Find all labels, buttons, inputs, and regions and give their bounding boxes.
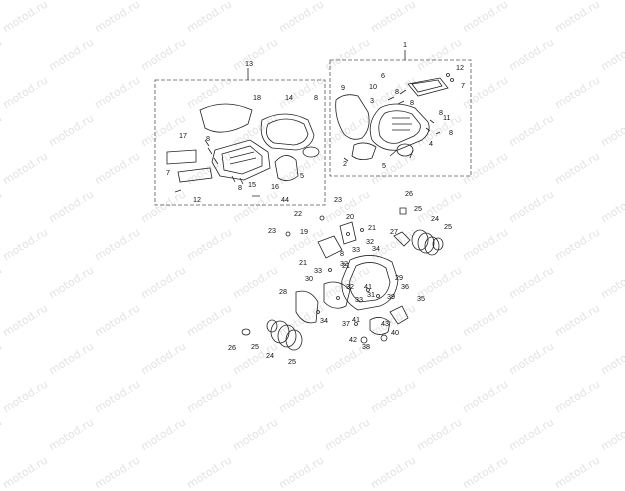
callout-8b: 8: [410, 98, 414, 107]
callout-41b: 41: [352, 315, 360, 324]
intake-boot-left: [274, 146, 320, 181]
callout-8e: 8: [314, 93, 318, 102]
callout-23a: 23: [334, 195, 342, 204]
callout-37: 37: [342, 319, 350, 328]
callout-1: 1: [403, 40, 407, 49]
callout-33b: 33: [314, 266, 322, 275]
callout-21a: 21: [368, 223, 376, 232]
callout-16: 16: [271, 182, 279, 191]
callout-5a: 5: [382, 161, 386, 170]
callout-14: 14: [285, 93, 293, 102]
clamp-24-right: [411, 229, 440, 256]
callout-31: 31: [367, 290, 375, 299]
clip-25-right: [432, 237, 444, 251]
callout-20: 20: [346, 212, 354, 221]
plug-26-left: [241, 328, 251, 336]
callout-10: 10: [369, 82, 377, 91]
filter-element-left: [166, 149, 213, 183]
exhaust-manifold: [323, 255, 409, 335]
callout-7b: 7: [166, 168, 170, 177]
callout-40: 40: [391, 328, 399, 337]
callout-7a: 7: [461, 81, 465, 90]
callout-18: 18: [253, 93, 261, 102]
callout-34b: 34: [320, 316, 328, 325]
callout-8h: 8: [340, 249, 344, 258]
callout-11: 11: [443, 113, 450, 122]
callout-9: 9: [341, 83, 345, 92]
callout-8f: 8: [206, 134, 210, 143]
callout-24b: 24: [266, 351, 274, 360]
fasteners-left: [174, 139, 260, 197]
callout-15: 15: [248, 180, 256, 189]
seal-left: [199, 103, 253, 133]
callout-33c: 33: [355, 295, 363, 304]
assembly-box-13: [154, 68, 326, 206]
callout-17: 17: [179, 131, 187, 140]
callout-27: 27: [390, 227, 398, 236]
callout-29: 29: [395, 273, 403, 282]
seal-right: [335, 94, 370, 140]
small-fasteners-lower: [285, 215, 388, 344]
callout-2: 2: [343, 159, 347, 168]
callout-8a: 8: [395, 87, 399, 96]
callout-13: 13: [245, 59, 253, 68]
callout-23b: 23: [268, 226, 276, 235]
callout-25a: 25: [414, 204, 422, 213]
gasket-27: [393, 231, 411, 247]
callout-34a: 34: [372, 244, 380, 253]
callout-26a: 26: [405, 189, 413, 198]
callout-24a: 24: [431, 214, 439, 223]
callout-44: 44: [281, 195, 289, 204]
callout-32c: 32: [346, 282, 354, 291]
callout-32b: 32: [340, 259, 348, 268]
callout-28: 28: [279, 287, 287, 296]
callout-32a: 32: [366, 237, 374, 246]
fasteners-right: [343, 73, 454, 162]
callout-8c: 8: [439, 108, 443, 117]
callout-41a: 41: [364, 282, 372, 291]
callout-38: 38: [362, 342, 370, 351]
plug-26-right: [399, 207, 407, 215]
callout-4: 4: [429, 139, 433, 148]
airbox-cover-right: [369, 103, 430, 151]
callout-12a: 12: [456, 63, 464, 72]
callout-25d: 25: [288, 357, 296, 366]
callout-39: 39: [387, 292, 395, 301]
heat-shield-28: [295, 290, 319, 324]
callout-35: 35: [417, 294, 425, 303]
filter-element-right: [407, 77, 449, 97]
callout-12b: 12: [193, 195, 201, 204]
callout-3: 3: [370, 96, 374, 105]
callout-42: 42: [349, 335, 357, 344]
intake-boot-right: [351, 142, 414, 160]
bracket-19-20: [317, 221, 357, 259]
callout-22: 22: [294, 209, 302, 218]
callout-25b: 25: [444, 222, 452, 231]
clamp-24-left: [270, 320, 303, 351]
airbox-cover-left: [260, 113, 315, 151]
airbox-housing-left: [211, 139, 271, 181]
callout-43: 43: [381, 319, 389, 328]
callout-36: 36: [401, 282, 409, 291]
callout-33a: 33: [352, 245, 360, 254]
callout-6: 6: [381, 71, 385, 80]
callout-26b: 26: [228, 343, 236, 352]
callout-8g: 8: [238, 183, 242, 192]
clip-25-left: [266, 319, 278, 333]
exploded-view-svg: 1131267910388811482518148178781516512442…: [154, 40, 472, 366]
callout-25c: 25: [251, 342, 259, 351]
callout-8d: 8: [449, 128, 453, 137]
callout-5b: 5: [300, 171, 304, 180]
callout-30: 30: [305, 274, 313, 283]
assembly-box-1: [329, 50, 472, 177]
callout-19: 19: [300, 227, 308, 236]
callout-21b: 21: [299, 258, 307, 267]
callout-21c: 21: [342, 261, 350, 270]
